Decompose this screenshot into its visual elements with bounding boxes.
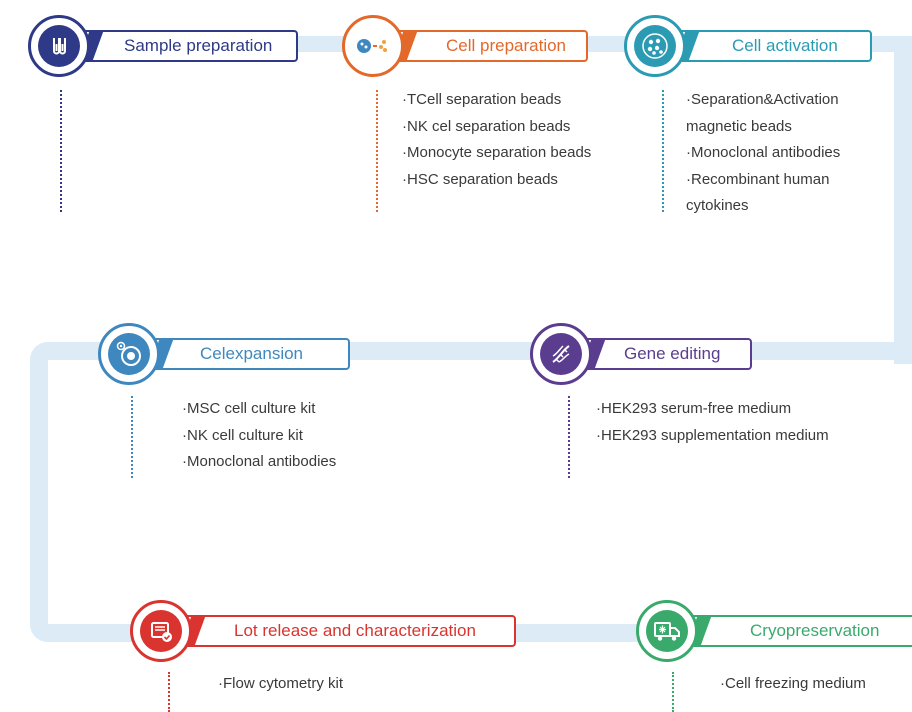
dna-icon <box>540 333 582 375</box>
stage-title-box: Celexpansion <box>128 338 350 370</box>
cell-cluster-icon <box>634 25 676 67</box>
list-item: ·Flow cytometry kit <box>218 675 344 692</box>
connector-dots <box>376 90 378 212</box>
stage-title-box: Cell preparation <box>372 30 588 62</box>
cell-separation-icon <box>352 25 394 67</box>
stage-product-list: ·MSC cell culture kit ·NK cell culture k… <box>182 396 336 476</box>
stage-icon-circle <box>636 600 698 662</box>
list-item: ·HEK293 supplementation medium <box>596 426 829 444</box>
report-check-icon <box>140 610 182 652</box>
stage-title-box: Cryopreservation <box>666 615 912 647</box>
stage-product-list: ·Separation&Activation magnetic beads ·M… <box>686 87 840 220</box>
connector-dots <box>662 90 664 212</box>
stage-product-list: ·HEK293 serum-free medium ·HEK293 supple… <box>596 396 829 449</box>
stage-title-box: Lot release and characterization <box>160 615 516 647</box>
stage-title: Gene editing <box>624 344 721 363</box>
list-item: ·HSC separation beads <box>402 170 558 188</box>
process-path-right <box>894 36 912 364</box>
list-item: ·HEK293 serum-free medium <box>596 400 792 417</box>
list-item: ·MSC cell culture kit <box>182 400 316 417</box>
stage-title: Cryopreservation <box>750 621 880 640</box>
stage-icon-circle <box>624 15 686 77</box>
stage-title-box: Sample preparation <box>58 30 298 62</box>
stage-product-list: ·TCell separation beads ·NK cel separati… <box>402 87 591 193</box>
list-item: cytokines <box>686 197 749 214</box>
cell-expansion-icon <box>108 333 150 375</box>
connector-dots <box>60 90 62 212</box>
process-path-left <box>30 342 48 642</box>
stage-title: Cell preparation <box>446 36 567 55</box>
list-item: ·TCell separation beads <box>402 91 562 108</box>
stage-title: Celexpansion <box>200 344 304 363</box>
list-item: ·Cell freezing medium <box>720 675 866 692</box>
stage-product-list: ·Flow cytometry kit <box>218 671 343 698</box>
connector-dots <box>672 672 674 712</box>
freezer-truck-icon <box>646 610 688 652</box>
list-item: ·Separation&Activation <box>686 91 839 108</box>
stage-title: Lot release and characterization <box>234 621 476 640</box>
connector-dots <box>168 672 170 712</box>
stage-icon-circle <box>342 15 404 77</box>
stage-title: Sample preparation <box>124 36 273 55</box>
stage-title: Cell activation <box>732 36 838 55</box>
stage-icon-circle <box>98 323 160 385</box>
stage-product-list: ·Cell freezing medium <box>720 671 866 698</box>
stage-title-box: Cell activation <box>654 30 872 62</box>
test-tubes-icon <box>38 25 80 67</box>
list-item: ·Monoclonal antibodies <box>182 453 337 470</box>
stage-icon-circle <box>28 15 90 77</box>
list-item: ·Recombinant human <box>686 170 830 188</box>
stage-icon-circle <box>130 600 192 662</box>
list-item: ·Monocyte separation beads <box>402 144 592 161</box>
connector-dots <box>131 396 133 478</box>
list-item: ·Monoclonal antibodies <box>686 144 841 161</box>
list-item: ·NK cell culture kit <box>182 426 303 444</box>
list-item: ·NK cel separation beads <box>402 117 571 135</box>
connector-dots <box>568 396 570 478</box>
stage-title-box: Gene editing <box>560 338 752 370</box>
stage-icon-circle <box>530 323 592 385</box>
list-item: magnetic beads <box>686 117 792 135</box>
